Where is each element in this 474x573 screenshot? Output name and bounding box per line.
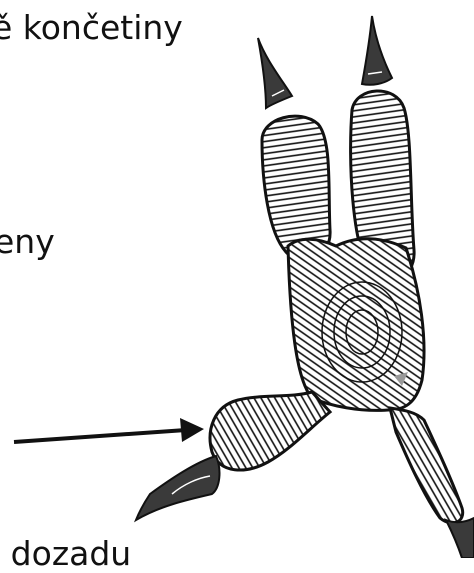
toe-back	[210, 392, 330, 470]
claw-lower	[446, 518, 474, 558]
arrow-right-icon	[14, 418, 204, 442]
toe-lower	[390, 408, 463, 523]
claw-left-top	[258, 38, 292, 108]
toe-left	[262, 116, 330, 260]
foot-pad	[288, 239, 424, 411]
bird-foot-illustration	[0, 0, 474, 558]
claw-right-top	[362, 16, 392, 85]
claw-back	[136, 456, 219, 520]
